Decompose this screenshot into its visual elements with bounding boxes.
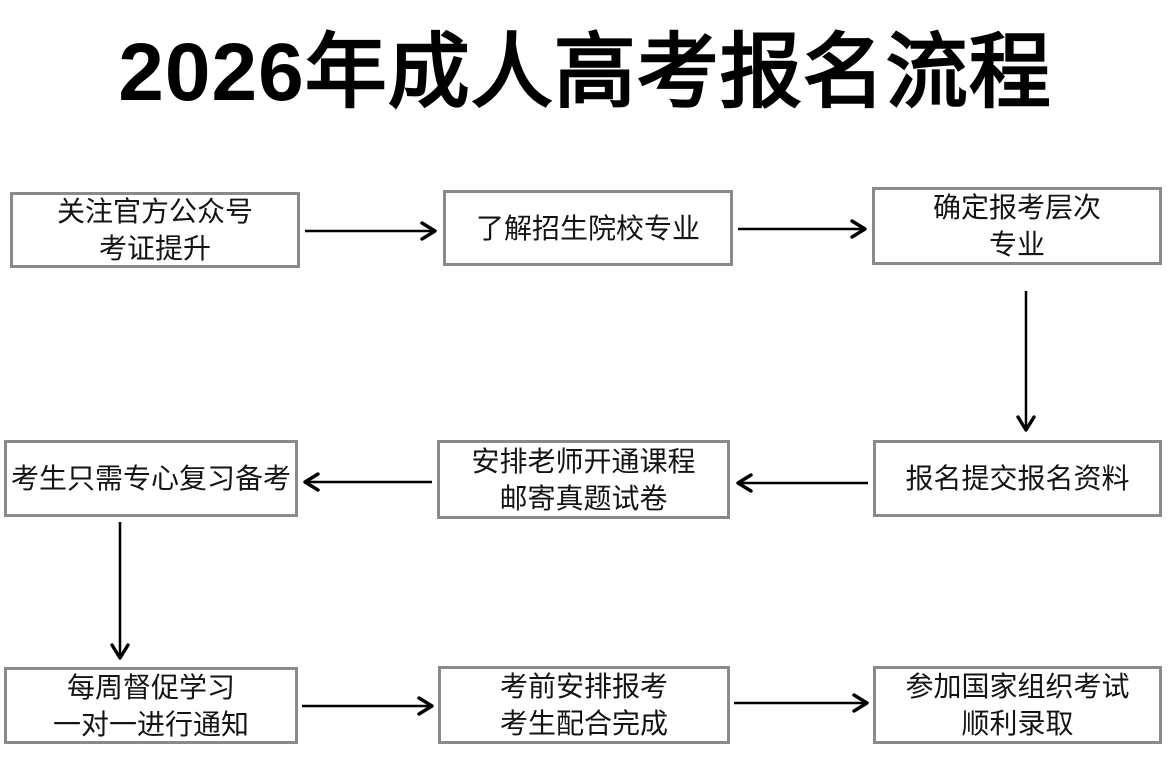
- flow-step-5-line-2: 邮寄真题试卷: [499, 482, 668, 514]
- flow-step-1: 关注官方公众号 考证提升: [10, 192, 300, 268]
- flow-step-8-line-1: 考前安排报考: [499, 671, 668, 702]
- flow-step-3: 确定报考层次 专业: [872, 187, 1162, 265]
- flow-step-8: 考前安排报考 考生配合完成: [438, 666, 730, 744]
- flow-step-9: 参加国家组织考试 顺利录取: [873, 666, 1162, 744]
- flow-step-9-line-1: 参加国家组织考试: [905, 671, 1130, 702]
- flow-step-3-line-2: 专业: [988, 229, 1045, 260]
- flow-step-3-line-1: 确定报考层次: [932, 192, 1101, 223]
- flow-step-4-line-1: 报名提交报名资料: [905, 463, 1130, 494]
- flow-step-5-line-1: 安排老师开通课程: [471, 445, 696, 477]
- flow-step-9-line-2: 顺利录取: [961, 708, 1074, 739]
- flow-step-7-line-2: 一对一进行通知: [52, 708, 249, 740]
- flow-step-5: 安排老师开通课程 邮寄真题试卷: [437, 440, 730, 519]
- flow-step-6: 考生只需专心复习备考: [4, 440, 298, 517]
- flow-step-2-line-1: 了解招生院校专业: [475, 212, 700, 244]
- flow-step-7-line-1: 每周督促学习: [66, 671, 235, 703]
- flow-step-1-line-2: 考证提升: [98, 233, 211, 264]
- page-title: 2026年成人高考报名流程: [118, 27, 1052, 118]
- flow-step-6-line-1: 考生只需专心复习备考: [10, 463, 291, 494]
- flow-step-7: 每周督促学习 一对一进行通知: [4, 667, 298, 744]
- flow-step-1-line-1: 关注官方公众号: [56, 196, 253, 227]
- flow-step-2: 了解招生院校专业: [443, 190, 733, 266]
- flow-step-4: 报名提交报名资料: [873, 440, 1162, 517]
- flow-step-8-line-2: 考生配合完成: [499, 708, 668, 739]
